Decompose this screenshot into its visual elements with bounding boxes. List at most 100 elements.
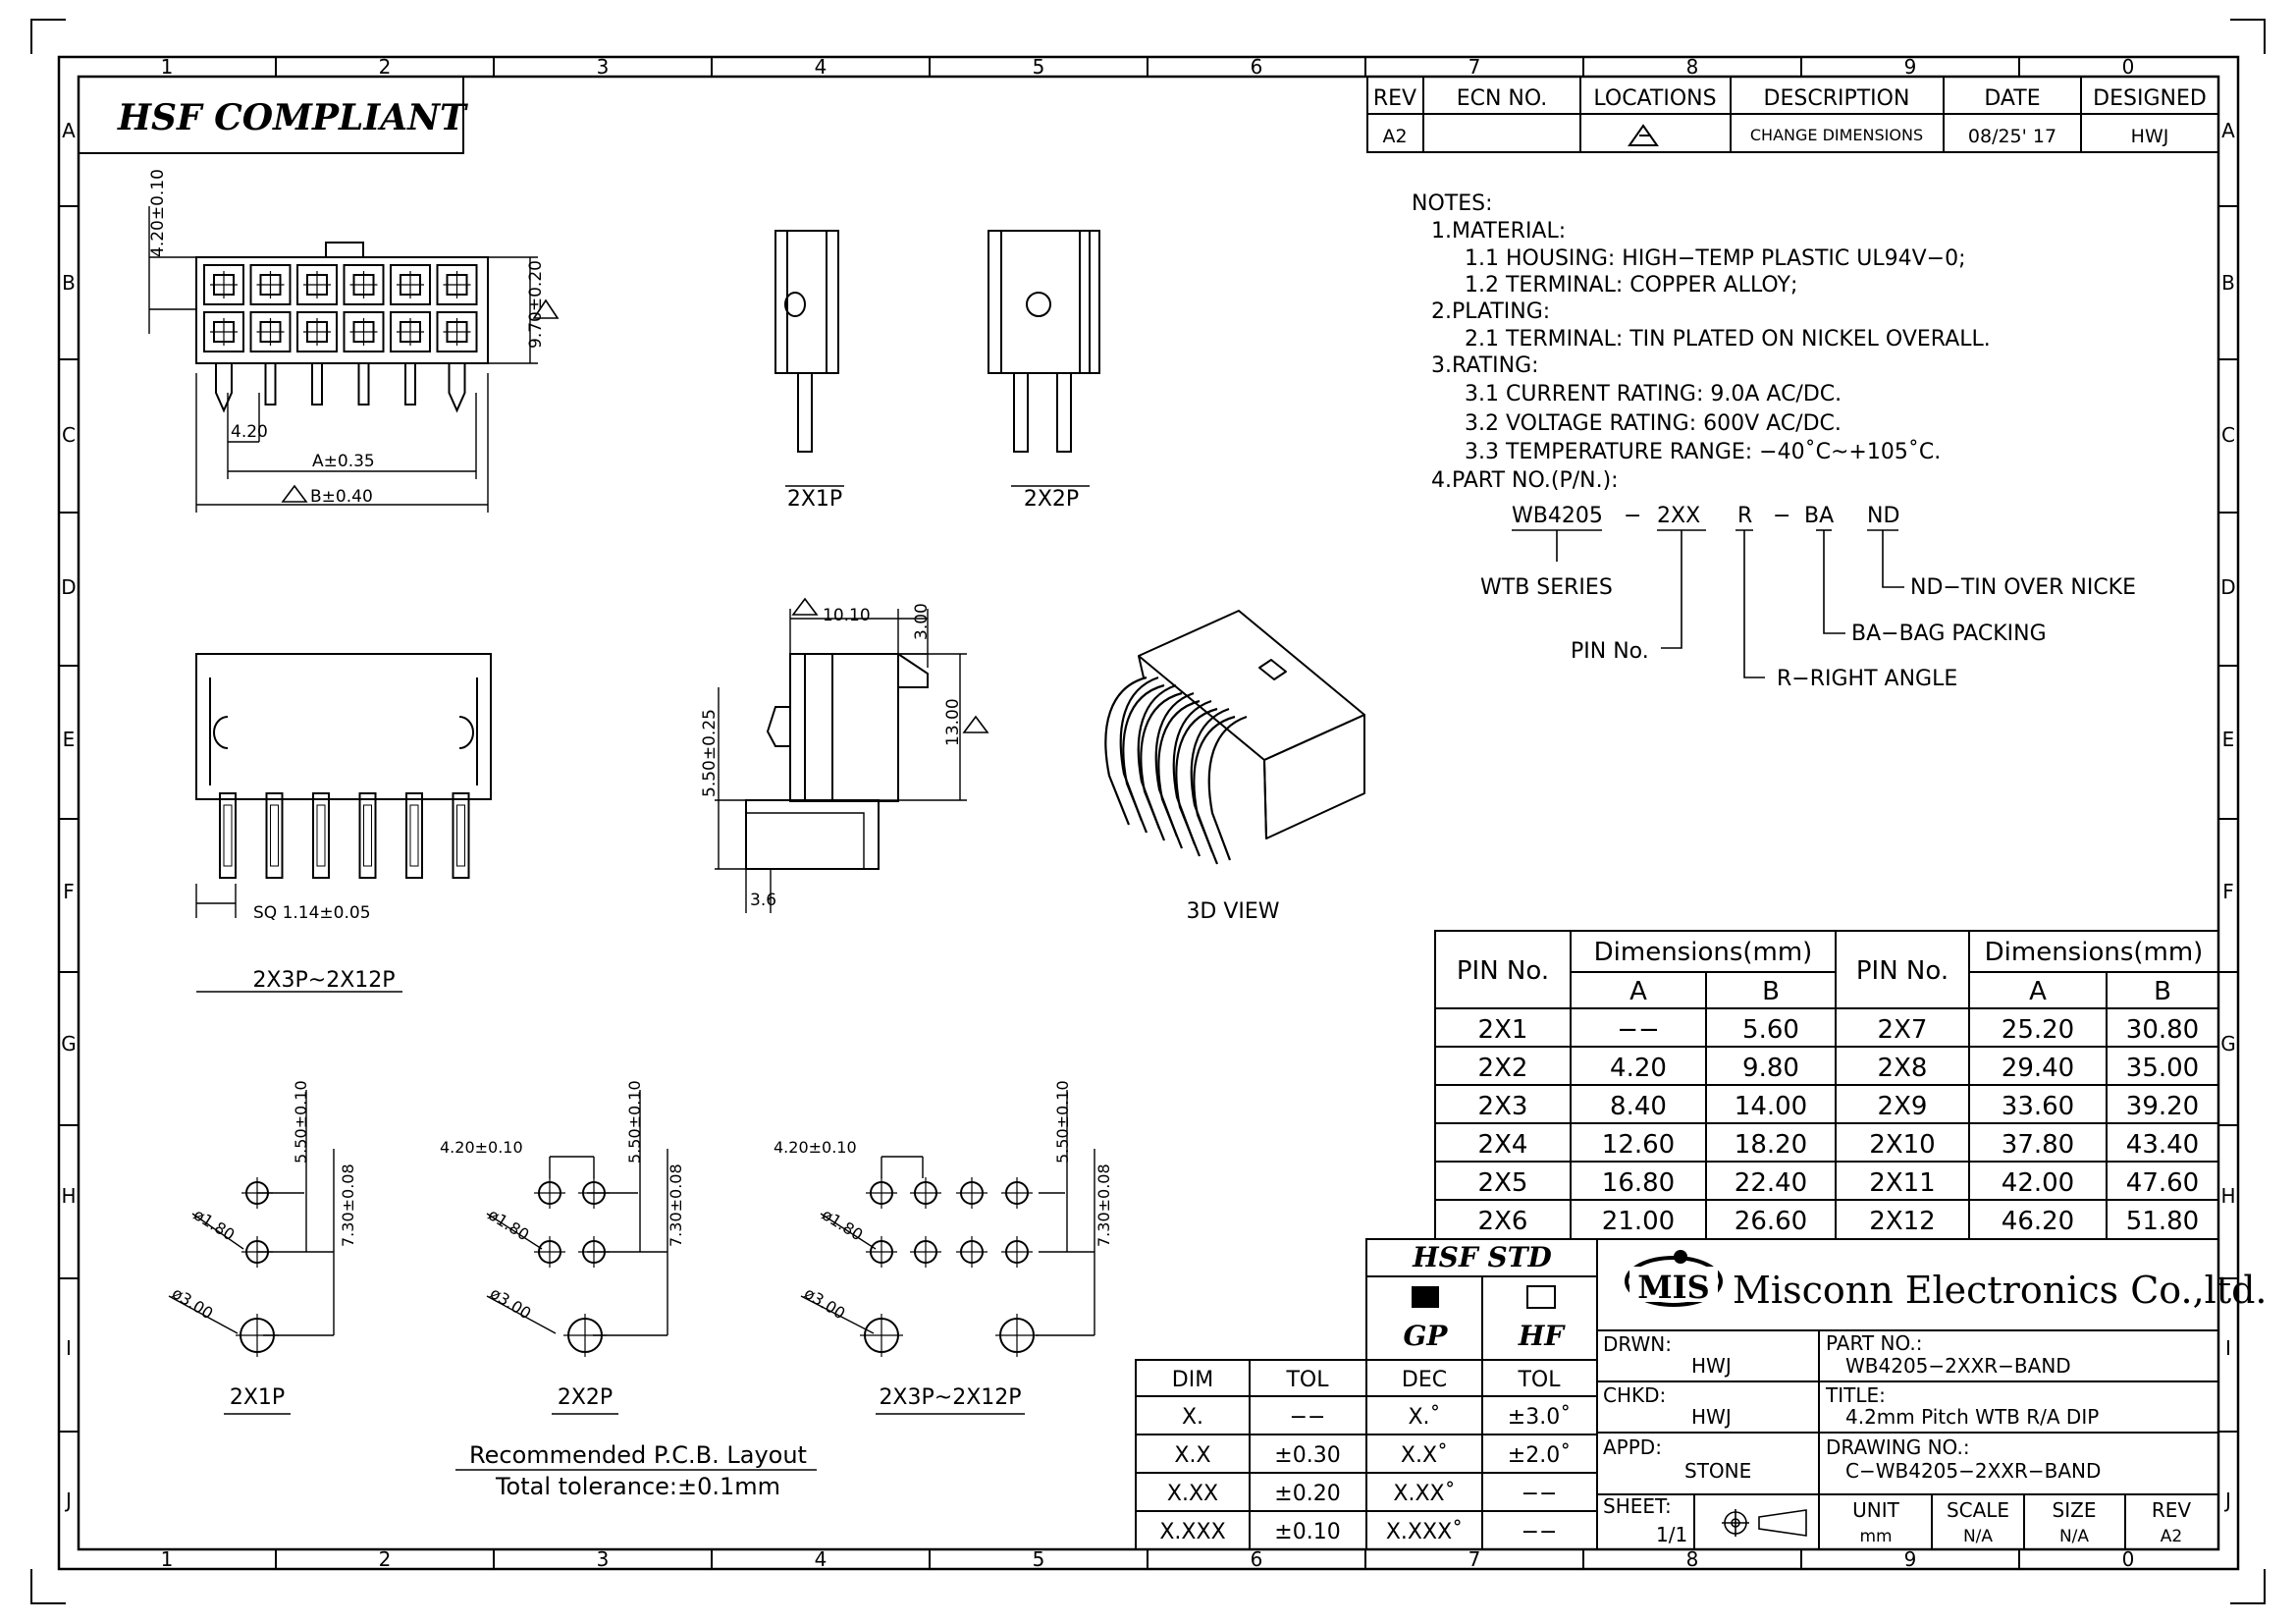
note-line: 3.2 VOLTAGE RATING: 600V AC/DC. — [1465, 411, 1842, 436]
dim-table-cell: −− — [1617, 1015, 1660, 1045]
connector-cavity — [296, 311, 338, 352]
dim-table-cell: 26.60 — [1735, 1207, 1807, 1236]
notes-block: NOTES: 1.MATERIAL: 1.1 HOUSING: HIGH−TEM… — [1412, 191, 1991, 493]
grid-row-label: D — [2220, 575, 2235, 599]
dim-table-cell: 18.20 — [1735, 1130, 1807, 1160]
pcb-hole-crosshair — [910, 1177, 941, 1209]
tol-table-cell: X.XXX — [1159, 1520, 1225, 1544]
part-no-label: PART NO.: — [1826, 1331, 1922, 1355]
cavity-crosshair — [210, 318, 238, 346]
dim-table-a-header: A — [1629, 977, 1647, 1006]
note-line: 3.3 TEMPERATURE RANGE: −40˚C~+105˚C. — [1465, 440, 1941, 464]
pn-segment-pins: 2XX — [1657, 504, 1700, 528]
terminal-pin — [311, 362, 323, 406]
appd-value: STONE — [1684, 1459, 1751, 1483]
grid-col-label: 4 — [815, 1547, 828, 1571]
scale-label: SCALE — [1947, 1498, 2009, 1522]
pcb-hole-crosshair — [1001, 1177, 1033, 1209]
dim-table-cell: 29.40 — [2002, 1054, 2074, 1083]
unit-label: UNIT — [1852, 1498, 1899, 1522]
pcb-hole-crosshair — [956, 1177, 988, 1209]
connector-cavity — [343, 264, 385, 305]
terminal-pin — [405, 792, 423, 879]
terminal-pin-core — [456, 804, 465, 867]
pcb-hole-crosshair — [866, 1236, 897, 1268]
pn-dash: − — [1773, 504, 1790, 528]
grid-row-label: E — [2222, 728, 2235, 751]
cavity-crosshair — [303, 318, 331, 346]
grid-col-label: 7 — [1468, 55, 1481, 79]
iso-bent-pin — [1175, 707, 1218, 857]
rev-header-date: DATE — [1984, 86, 2040, 111]
drwn-label: DRWN: — [1603, 1332, 1672, 1356]
rev-header-description: DESCRIPTION — [1764, 86, 1910, 111]
grid-col-label: 2 — [379, 55, 392, 79]
third-angle-projection-icon — [1722, 1509, 1807, 1537]
drawing-no-label: DRAWING NO.: — [1826, 1435, 1970, 1459]
side-view-2x2p — [988, 230, 1100, 487]
dim-table-cell: 30.80 — [2126, 1015, 2199, 1045]
dim-table-cell: 43.40 — [2126, 1130, 2199, 1160]
cavity-crosshair — [349, 318, 378, 346]
pcb-hole-crosshair — [910, 1236, 941, 1268]
connector-cavity — [436, 311, 478, 352]
tol-table-cell: −− — [1290, 1405, 1326, 1430]
pn-label-ba: BA−BAG PACKING — [1851, 622, 2047, 646]
rev-date: 08/25' 17 — [1968, 126, 2056, 147]
tol-table-cell: ±0.10 — [1274, 1520, 1340, 1544]
iso-bent-pin — [1193, 715, 1236, 865]
terminal-pin — [265, 792, 284, 879]
size-value: N/A — [2059, 1527, 2089, 1546]
connector-cavity — [390, 311, 431, 352]
connector-cavity — [436, 264, 478, 305]
note-line: 1.MATERIAL: — [1431, 219, 1566, 244]
dim-label: A±0.35 — [312, 452, 375, 471]
grid-row-label: I — [66, 1336, 72, 1360]
connector-cavity — [249, 311, 292, 352]
terminal-pin — [357, 362, 370, 406]
dim-table-cell: 42.00 — [2002, 1168, 2074, 1198]
caption-3d-view: 3D VIEW — [1186, 899, 1279, 924]
grid-col-label: 7 — [1468, 1547, 1481, 1571]
grid-row-label: A — [2221, 119, 2235, 142]
tol-table-cell: X.X˚ — [1401, 1443, 1448, 1468]
tol-header-tol: TOL — [1285, 1368, 1329, 1392]
gp-filled-box-icon — [1412, 1286, 1439, 1308]
grid-col-label: 3 — [597, 55, 610, 79]
peg-pin — [448, 363, 466, 413]
dim-table-cell: 2X6 — [1478, 1207, 1528, 1236]
tol-table-cell: ±0.30 — [1274, 1443, 1340, 1468]
pcb-hole-crosshair — [866, 1177, 897, 1209]
grid-row-label: C — [62, 423, 76, 447]
dim-table-b-header: B — [2154, 977, 2171, 1006]
grid-row-label: D — [61, 575, 76, 599]
terminal-pin-core — [223, 804, 233, 867]
revision-triangle-icon — [1628, 124, 1659, 146]
hsf-std-title: HSF STD — [1412, 1241, 1552, 1273]
cavity-crosshair — [303, 271, 331, 298]
cavity-crosshair — [349, 271, 378, 298]
pcb-hole-crosshair — [534, 1236, 565, 1268]
connector-cavity — [390, 264, 431, 305]
tol-table-cell: −− — [1522, 1520, 1558, 1544]
dim-table-pin-header: PIN No. — [1457, 956, 1549, 986]
dim-table-cell: 47.60 — [2126, 1168, 2199, 1198]
sheet-label: SHEET: — [1603, 1494, 1672, 1518]
grid-col-label: 1 — [161, 1547, 174, 1571]
dim-table-cell: 2X8 — [1878, 1054, 1928, 1083]
dim-table-cell: 8.40 — [1610, 1092, 1667, 1121]
rev-label: REV — [2152, 1498, 2192, 1522]
side-profile-view — [715, 597, 989, 913]
hsf-compliant-label: HSF COMPLIANT — [117, 97, 468, 138]
grid-col-label: 0 — [2122, 55, 2135, 79]
hsf-compliant-box: HSF COMPLIANT — [78, 76, 468, 154]
grid-col-label: 9 — [1904, 1547, 1917, 1571]
company-logo: MIS — [1625, 1250, 1723, 1307]
chkd-label: CHKD: — [1603, 1383, 1666, 1407]
note-line: 1.1 HOUSING: HIGH−TEMP PLASTIC UL94V−0; — [1465, 246, 1966, 271]
iso-bent-pin — [1104, 676, 1148, 826]
terminal-pin — [219, 792, 237, 879]
cavity-crosshair — [256, 271, 285, 298]
part-number-decoder: WB4205 − 2XX R − BA ND WTB SERIES PIN No… — [1480, 504, 2136, 691]
